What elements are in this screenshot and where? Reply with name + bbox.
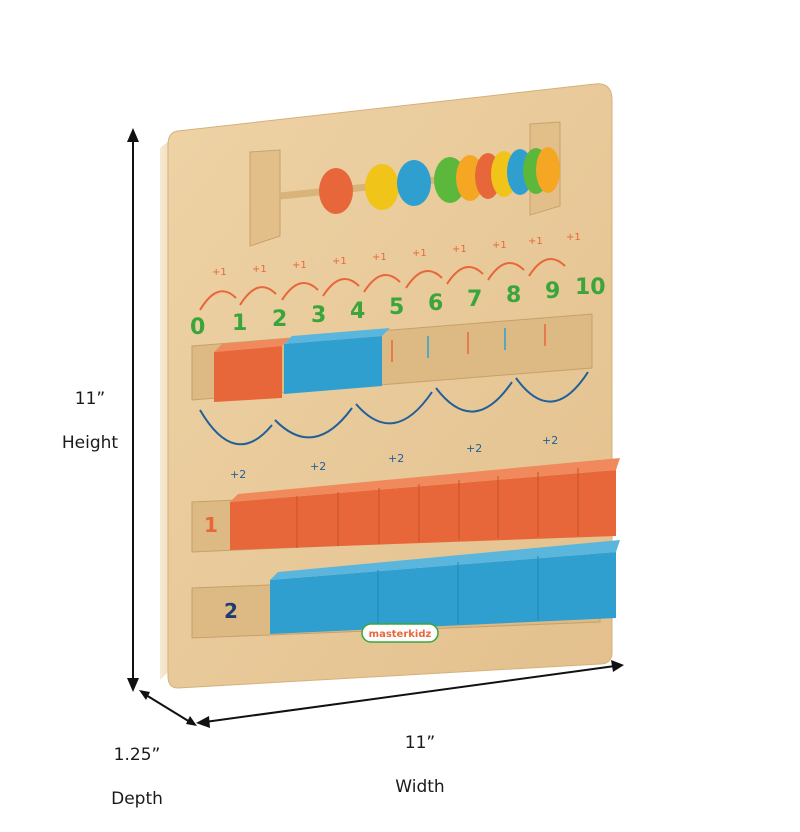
plus-one-label: +1	[566, 232, 581, 243]
blue-double-blocks-row[interactable]	[270, 540, 620, 634]
depth-value: 1.25”	[113, 745, 161, 765]
height-caption: Height	[61, 433, 119, 453]
plus-one-label: +1	[332, 256, 347, 267]
plus-one-label: +1	[492, 240, 507, 251]
svg-text:masterkidz: masterkidz	[369, 629, 432, 640]
number-line-digit: 5	[389, 295, 404, 320]
blue-double-block[interactable]	[284, 328, 390, 394]
depth-dimension-line	[139, 690, 197, 726]
brand-logo: masterkidz	[361, 623, 439, 643]
abacus	[249, 121, 561, 247]
plus-one-label: +1	[412, 248, 427, 259]
number-line-digit: 10	[575, 275, 606, 300]
number-line-digit: 3	[311, 303, 326, 328]
number-line-digit: 9	[545, 279, 560, 304]
plus-one-label: +1	[292, 260, 307, 271]
plus-one-label: +1	[528, 236, 543, 247]
width-caption: Width	[395, 777, 445, 797]
depth-label: 1.25” Depth	[92, 722, 182, 832]
plus-one-label: +1	[212, 267, 227, 278]
width-value: 11”	[404, 733, 436, 753]
width-dimension-line	[196, 660, 624, 728]
number-line-digit: 6	[428, 291, 443, 316]
plus-two-label: +2	[388, 452, 404, 465]
number-line-digit: 8	[506, 283, 521, 308]
number-line-digit: 2	[272, 307, 287, 332]
depth-caption: Depth	[111, 789, 163, 809]
height-value: 11”	[74, 389, 106, 409]
orange-unit-block[interactable]	[214, 338, 290, 402]
height-label: 11” Height	[40, 366, 140, 476]
orange-unit-blocks-row[interactable]	[230, 458, 620, 550]
height-dimension-line	[127, 128, 139, 692]
number-line-digit: 7	[467, 287, 482, 312]
number-line-digit: 4	[350, 299, 365, 324]
number-line-digit: 0	[190, 315, 205, 340]
plus-two-label: +2	[310, 460, 326, 473]
row-one-label: 1	[204, 513, 218, 537]
plus-two-label: +2	[466, 442, 482, 455]
activity-board-illustration: +1 +1 +1 +1 +1 +1 +1 +1 +1 +1 0 1 2 3 4 …	[127, 83, 624, 728]
plus-one-label: +1	[372, 252, 387, 263]
plus-two-arcs	[199, 371, 589, 446]
plus-two-label: +2	[230, 468, 246, 481]
plus-one-label: +1	[452, 244, 467, 255]
plus-two-label: +2	[542, 434, 558, 447]
plus-one-arcs	[199, 257, 566, 311]
number-line-digit: 1	[232, 311, 247, 336]
row-two-label: 2	[224, 599, 238, 623]
product-image: +1 +1 +1 +1 +1 +1 +1 +1 +1 +1 0 1 2 3 4 …	[40, 83, 624, 809]
plus-one-label: +1	[252, 264, 267, 275]
width-label: 11” Width	[370, 710, 470, 820]
